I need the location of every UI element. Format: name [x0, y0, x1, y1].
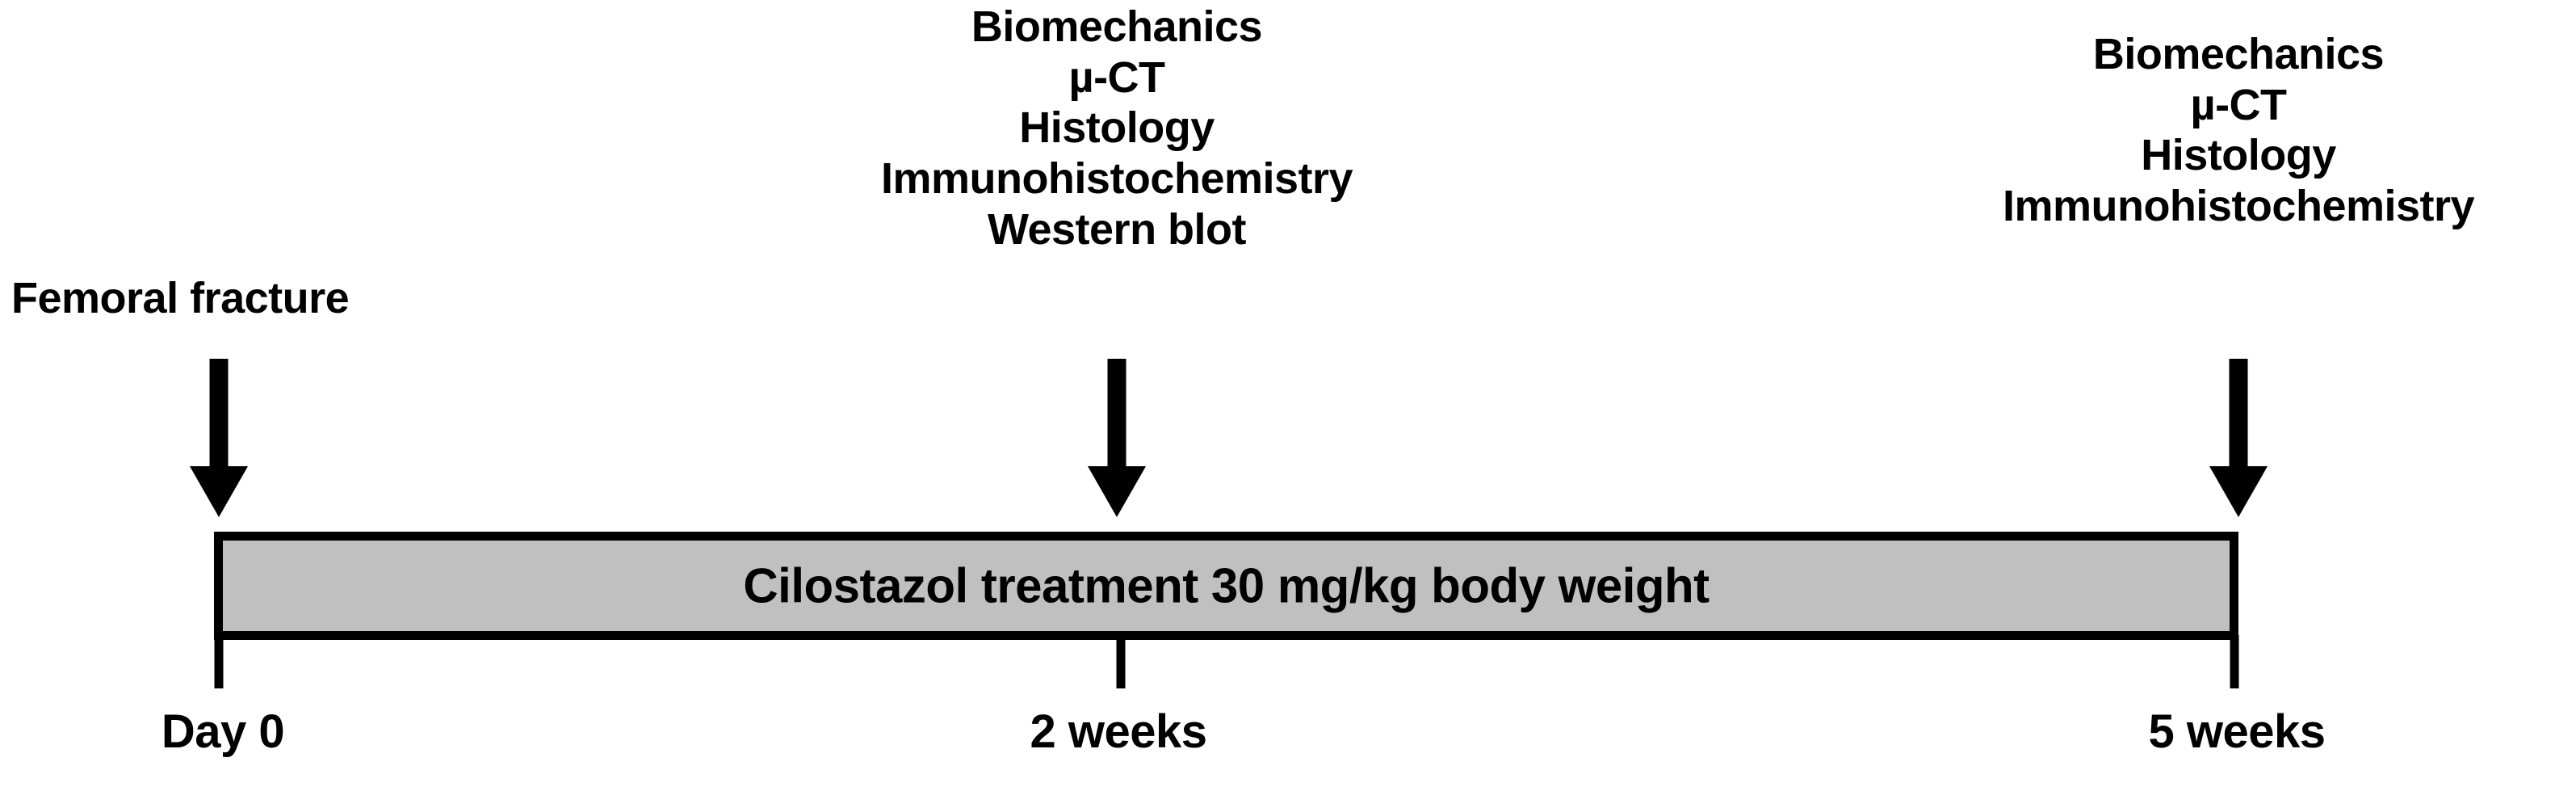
treatment-bar-label: Cilostazol treatment 30 mg/kg body weigh…	[743, 558, 1710, 613]
treatment-bar: Cilostazol treatment 30 mg/kg body weigh…	[214, 532, 2238, 640]
assay-list-five-weeks: Biomechanics µ-CT Histology Immunohistoc…	[2002, 29, 2475, 232]
assay-item: Histology	[1019, 103, 1215, 153]
axis-tick-label-day-0: Day 0	[161, 705, 285, 758]
down-arrow-icon	[2209, 359, 2268, 517]
axis-tick-label-2-weeks: 2 weeks	[1030, 705, 1207, 758]
axis-tick-5-weeks	[2230, 635, 2239, 688]
down-arrow-icon	[1088, 359, 1146, 517]
assay-item: Biomechanics	[2092, 30, 2385, 78]
assay-item: Immunohistochemistry	[2002, 181, 2475, 230]
assay-item: µ-CT	[2190, 80, 2287, 129]
axis-tick-day-0	[214, 635, 224, 688]
assay-item: Biomechanics	[971, 2, 1263, 51]
assay-item: Western blot	[987, 204, 1247, 254]
assay-item: Immunohistochemistry	[880, 154, 1353, 203]
assay-list-two-weeks: Biomechanics µ-CT Histology Immunohistoc…	[881, 2, 1353, 255]
axis-tick-label-5-weeks: 5 weeks	[2148, 705, 2326, 758]
down-arrow-icon	[190, 359, 248, 517]
event-label-femoral-fracture: Femoral fracture	[11, 274, 350, 322]
assay-item: Histology	[2141, 131, 2336, 180]
axis-tick-2-weeks	[1116, 635, 1126, 688]
assay-item: µ-CT	[1068, 53, 1165, 102]
